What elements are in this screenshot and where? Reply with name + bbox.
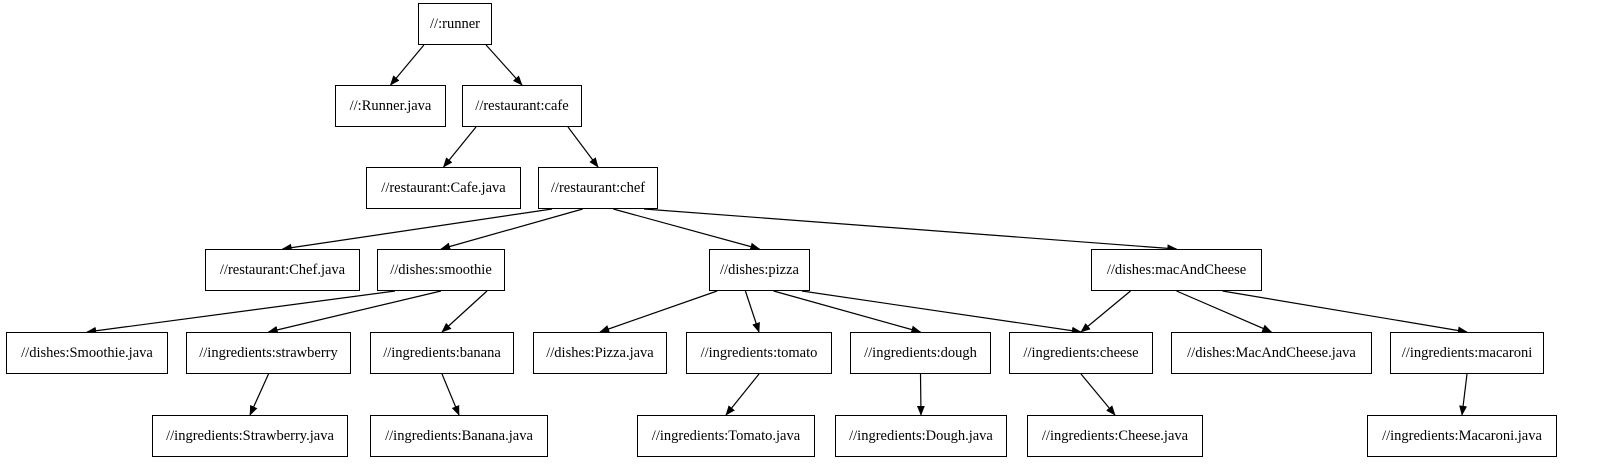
graph-edge-dishes_pizza-to-ing_dough xyxy=(773,290,922,334)
graph-node-label: //dishes:smoothie xyxy=(390,261,492,278)
graph-node-label: //:runner xyxy=(430,15,480,32)
graph-edge-restaurant_chef-to-dishes_macandchee xyxy=(643,208,1178,253)
graph-node-runner_java[interactable]: //:Runner.java xyxy=(335,85,446,127)
graph-node-label: //:Runner.java xyxy=(349,97,432,114)
graph-node-label: //ingredients:macaroni xyxy=(1401,344,1533,361)
graph-edge-dishes_smoothie-to-smoothie_java xyxy=(86,290,396,335)
graph-edge-ing_cheese-to-cheese_java xyxy=(1080,373,1116,416)
graph-edge-dishes_pizza-to-ing_tomato xyxy=(744,290,760,333)
graph-node-ing_strawberry[interactable]: //ingredients:strawberry xyxy=(186,332,351,374)
graph-node-ing_macaroni[interactable]: //ingredients:macaroni xyxy=(1390,332,1544,374)
graph-edge-runner-to-runner_java xyxy=(389,44,425,86)
graph-node-ing_banana[interactable]: //ingredients:banana xyxy=(370,332,514,374)
graph-node-label: //ingredients:strawberry xyxy=(199,344,338,361)
graph-node-restaurant_cafe[interactable]: //restaurant:cafe xyxy=(462,85,582,127)
graph-edge-dishes_macandchee-to-macandcheese_java xyxy=(1176,290,1273,333)
graph-edge-ing_macaroni-to-macaroni_java xyxy=(1459,373,1468,416)
graph-edge-restaurant_cafe-to-cafe_java xyxy=(442,126,477,168)
graph-node-label: //dishes:pizza xyxy=(720,261,799,278)
graph-node-label: //dishes:macAndCheese xyxy=(1106,261,1247,278)
graph-edge-ing_dough-to-dough_java xyxy=(916,373,925,416)
graph-node-ing_tomato[interactable]: //ingredients:tomato xyxy=(686,332,832,374)
graph-node-runner[interactable]: //:runner xyxy=(418,3,492,45)
graph-edge-ing_banana-to-banana_java xyxy=(441,373,460,416)
graph-node-label: //ingredients:Macaroni.java xyxy=(1382,427,1542,444)
graph-edge-dishes_macandchee-to-ing_macaroni xyxy=(1222,290,1468,335)
graph-node-cafe_java[interactable]: //restaurant:Cafe.java xyxy=(366,167,521,209)
graph-node-label: //ingredients:Tomato.java xyxy=(651,427,801,444)
graph-edge-restaurant_chef-to-dishes_pizza xyxy=(613,208,761,251)
graph-node-label: //dishes:Pizza.java xyxy=(546,344,654,361)
graph-node-ing_dough[interactable]: //ingredients:dough xyxy=(850,332,991,374)
graph-node-macandcheese_java[interactable]: //dishes:MacAndCheese.java xyxy=(1171,332,1372,374)
graph-node-label: //ingredients:Strawberry.java xyxy=(166,427,334,444)
graph-node-label: //restaurant:chef xyxy=(550,179,646,196)
graph-edge-runner-to-restaurant_cafe xyxy=(485,44,523,86)
graph-edge-restaurant_cafe-to-restaurant_chef xyxy=(567,126,599,168)
graph-edge-dishes_pizza-to-pizza_java xyxy=(599,290,718,333)
graph-node-restaurant_chef[interactable]: //restaurant:chef xyxy=(538,167,658,209)
graph-node-label: //ingredients:banana xyxy=(383,344,501,361)
graph-node-label: //dishes:Smoothie.java xyxy=(21,344,153,361)
graph-node-banana_java[interactable]: //ingredients:Banana.java xyxy=(370,415,548,457)
graph-node-dishes_pizza[interactable]: //dishes:pizza xyxy=(709,249,810,291)
graph-node-label: //dishes:MacAndCheese.java xyxy=(1187,344,1356,361)
graph-node-label: //restaurant:Chef.java xyxy=(219,261,346,278)
graph-node-label: //ingredients:tomato xyxy=(700,344,818,361)
graph-node-label: //restaurant:Cafe.java xyxy=(381,179,506,196)
graph-node-label: //ingredients:Dough.java xyxy=(849,427,993,444)
graph-node-pizza_java[interactable]: //dishes:Pizza.java xyxy=(533,332,667,374)
graph-edge-dishes_smoothie-to-ing_banana xyxy=(441,290,488,333)
graph-edge-dishes_macandchee-to-ing_cheese xyxy=(1080,290,1131,333)
graph-edge-ing_strawberry-to-strawberry_java xyxy=(249,373,270,416)
graph-node-smoothie_java[interactable]: //dishes:Smoothie.java xyxy=(6,332,168,374)
graph-node-label: //ingredients:cheese xyxy=(1023,344,1139,361)
graph-node-tomato_java[interactable]: //ingredients:Tomato.java xyxy=(637,415,815,457)
graph-node-macaroni_java[interactable]: //ingredients:Macaroni.java xyxy=(1367,415,1557,457)
graph-node-label: //ingredients:Banana.java xyxy=(385,427,533,444)
graph-node-label: //restaurant:cafe xyxy=(475,97,569,114)
graph-edge-ing_tomato-to-tomato_java xyxy=(725,373,760,416)
graph-node-dough_java[interactable]: //ingredients:Dough.java xyxy=(835,415,1007,457)
graph-node-ing_cheese[interactable]: //ingredients:cheese xyxy=(1009,332,1153,374)
graph-node-label: //ingredients:Cheese.java xyxy=(1041,427,1189,444)
graph-edge-dishes_pizza-to-ing_cheese xyxy=(801,290,1082,335)
graph-edge-restaurant_chef-to-dishes_smoothie xyxy=(440,208,583,251)
graph-edge-restaurant_chef-to-chef_java xyxy=(281,208,553,252)
graph-node-chef_java[interactable]: //restaurant:Chef.java xyxy=(205,249,360,291)
graph-node-dishes_smoothie[interactable]: //dishes:smoothie xyxy=(377,249,505,291)
graph-edge-dishes_smoothie-to-ing_strawberry xyxy=(267,290,442,334)
graph-node-cheese_java[interactable]: //ingredients:Cheese.java xyxy=(1027,415,1203,457)
graph-node-label: //ingredients:dough xyxy=(864,344,977,361)
graph-node-strawberry_java[interactable]: //ingredients:Strawberry.java xyxy=(152,415,348,457)
graph-node-dishes_macandchee[interactable]: //dishes:macAndCheese xyxy=(1091,249,1262,291)
